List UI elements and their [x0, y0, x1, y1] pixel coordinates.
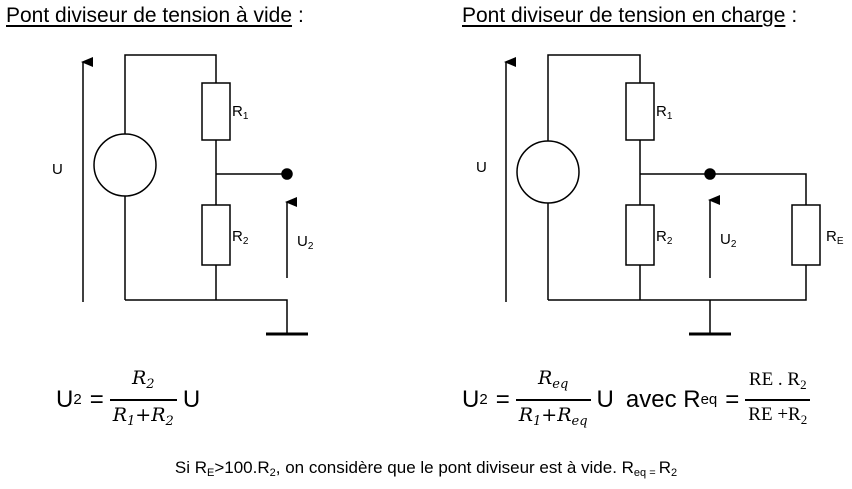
- label-r2-left: R2: [232, 228, 249, 247]
- resistor-r1: [201, 82, 231, 141]
- output-terminal: [281, 168, 293, 180]
- title-unloaded-divider: Pont diviseur de tension à vide:: [6, 4, 304, 27]
- resistor-r1-right: [625, 82, 655, 141]
- output-node-right: [704, 168, 716, 180]
- label-u-left: U: [52, 161, 63, 178]
- note-condition: Si RE>100.R2, on considère que le pont d…: [174, 458, 678, 479]
- fraction-unloaded: R2 R1+R2: [109, 366, 177, 434]
- label-u2-left: U2: [297, 233, 314, 252]
- wire-bottom: [125, 265, 288, 334]
- title-loaded-divider: Pont diviseur de tension en charge:: [462, 4, 798, 27]
- label-r2-right: R2: [656, 228, 673, 247]
- label-r1-right: R1: [656, 103, 673, 122]
- voltage-source-right: [516, 140, 580, 204]
- unloaded-circuit: [81, 54, 308, 336]
- label-re: RE: [826, 228, 844, 247]
- fraction-loaded: Req R1+Req: [515, 366, 591, 434]
- fraction-req: RE . R2 RE +R2: [745, 368, 811, 432]
- resistor-r2: [201, 204, 231, 266]
- resistor-re: [791, 204, 821, 266]
- loaded-circuit: [504, 54, 821, 336]
- voltage-source: [93, 133, 157, 197]
- label-r1-left: R1: [232, 103, 249, 122]
- label-u2-right: U2: [720, 231, 737, 250]
- resistor-r2-right: [625, 204, 655, 266]
- label-u-right: U: [476, 159, 487, 176]
- wire-bottom-right: [548, 265, 807, 334]
- wire-tap-right: [640, 173, 807, 205]
